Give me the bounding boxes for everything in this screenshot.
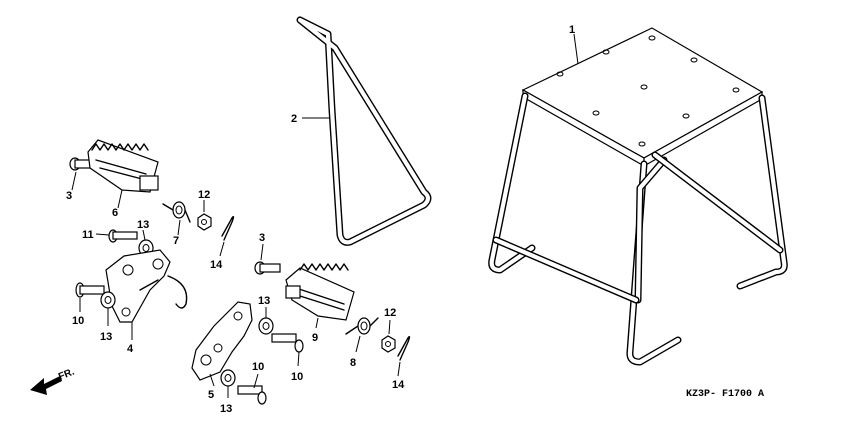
washer-right-upper (258, 317, 274, 335)
stand-part: 1 (488, 24, 788, 366)
spring-right (345, 317, 379, 335)
bolt-lower-left (75, 282, 105, 298)
callout-spring-left: 7 (173, 235, 179, 247)
callout-cotter-right: 14 (392, 379, 405, 391)
direction-label: FR. (57, 366, 76, 382)
pin-left (69, 157, 96, 171)
part-code: KZ3P- F1700 A (686, 389, 764, 400)
cotter-right (397, 335, 411, 361)
spring-left (162, 201, 191, 223)
callout-nut-right: 12 (384, 307, 396, 319)
footpeg-left (87, 139, 159, 193)
bolt-right-upper (271, 333, 304, 353)
callout-footpeg-right: 9 (312, 332, 318, 344)
callout-washer-left-upper: 13 (137, 219, 149, 231)
callout-spring-right: 8 (350, 357, 356, 369)
callout-washer-right-lower: 13 (220, 403, 232, 415)
callout-washer-left-lower: 13 (100, 331, 112, 343)
bracket-right (191, 301, 253, 381)
callout-holder-bar: 2 (291, 113, 297, 125)
callout-bolt-lower-left: 10 (72, 315, 84, 327)
washer-right-lower (220, 369, 236, 387)
washer-left-lower (100, 291, 116, 309)
footpeg-right (285, 263, 355, 321)
callout-bracket-right: 5 (208, 389, 214, 401)
callout-bolt-upper-left: 11 (82, 229, 94, 241)
callout-nut-left: 12 (198, 189, 210, 201)
callout-bolt-right-upper: 10 (291, 371, 303, 383)
nut-left (197, 213, 212, 231)
callout-stand: 1 (569, 24, 575, 36)
pin-right (254, 261, 281, 275)
nut-right (381, 335, 396, 353)
right-footpeg-assembly: 3 9 8 12 14 (191, 232, 411, 415)
callout-pin-left: 3 (66, 190, 72, 202)
callout-pin-right: 3 (259, 232, 265, 244)
bolt-upper-left (108, 229, 138, 243)
callout-bolt-right-lower: 10 (252, 361, 264, 373)
callout-washer-right-upper: 13 (258, 295, 270, 307)
callout-footpeg-left: 6 (112, 207, 118, 219)
bracket-left (105, 249, 188, 323)
callout-bracket-left: 4 (127, 343, 134, 355)
front-direction-arrow: FR. (30, 366, 76, 395)
bolt-right-lower (237, 385, 267, 405)
holder-bar-part: 2 (291, 16, 432, 246)
left-footpeg-assembly: 3 6 7 12 14 (66, 139, 235, 355)
callout-cotter-left: 14 (210, 259, 223, 271)
cotter-left (221, 215, 235, 241)
